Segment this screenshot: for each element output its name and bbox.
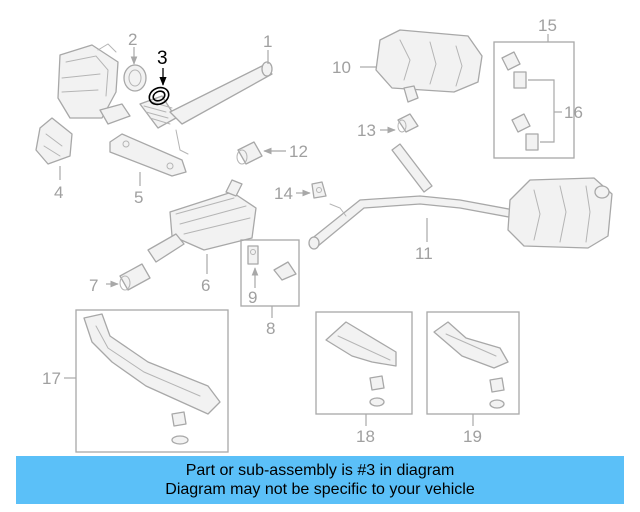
hanger-kit-frame bbox=[240, 239, 300, 307]
callout-5: 5 bbox=[134, 188, 143, 207]
callout-11: 11 bbox=[415, 244, 433, 263]
callout-labels: 1 2 3 4 5 6 7 8 9 10 11 12 13 14 15 16 1… bbox=[42, 16, 583, 446]
heat-shield-18 bbox=[315, 311, 413, 415]
callout-7: 7 bbox=[89, 276, 98, 295]
callout-19: 19 bbox=[463, 427, 482, 446]
callout-14: 14 bbox=[274, 184, 293, 203]
callout-18: 18 bbox=[356, 427, 375, 446]
clamp bbox=[123, 64, 147, 92]
callout-16: 16 bbox=[564, 103, 583, 122]
callout-2: 2 bbox=[128, 30, 137, 49]
callout-3: 3 bbox=[157, 48, 168, 69]
leader-lines bbox=[59, 34, 562, 426]
banner-line-1: Part or sub-assembly is #3 in diagram bbox=[185, 462, 455, 479]
pipe-clamp bbox=[397, 113, 419, 133]
connector-sleeve bbox=[119, 263, 151, 291]
callout-17: 17 bbox=[42, 369, 61, 388]
callout-1: 1 bbox=[263, 32, 272, 51]
callout-15: 15 bbox=[538, 16, 557, 35]
bracket-kit-frame bbox=[493, 41, 575, 159]
callout-9: 9 bbox=[248, 288, 257, 307]
callout-6: 6 bbox=[201, 276, 210, 295]
info-banner: Part or sub-assembly is #3 in diagram Di… bbox=[16, 456, 624, 504]
pipe-sleeve bbox=[236, 141, 263, 165]
front-exhaust-pipe bbox=[139, 61, 273, 155]
rear-exhaust-pipe bbox=[308, 143, 515, 250]
gasket-part-3 bbox=[148, 86, 170, 106]
rubber-hanger bbox=[311, 181, 327, 199]
callout-4: 4 bbox=[54, 183, 63, 202]
callout-10: 10 bbox=[332, 58, 351, 77]
rear-silencer bbox=[507, 177, 613, 249]
callout-12: 12 bbox=[289, 142, 308, 161]
heat-shield-19 bbox=[426, 311, 520, 415]
callout-13: 13 bbox=[357, 121, 376, 140]
catalytic-converter bbox=[57, 43, 131, 125]
heat-shield-plate bbox=[109, 133, 187, 177]
bracket bbox=[35, 117, 73, 165]
center-resonator bbox=[147, 179, 257, 263]
callout-8: 8 bbox=[266, 319, 275, 338]
banner-line-2: Diagram may not be specific to your vehi… bbox=[165, 481, 475, 498]
rear-muffler bbox=[375, 29, 483, 103]
tunnel-heat-shield bbox=[75, 309, 229, 453]
